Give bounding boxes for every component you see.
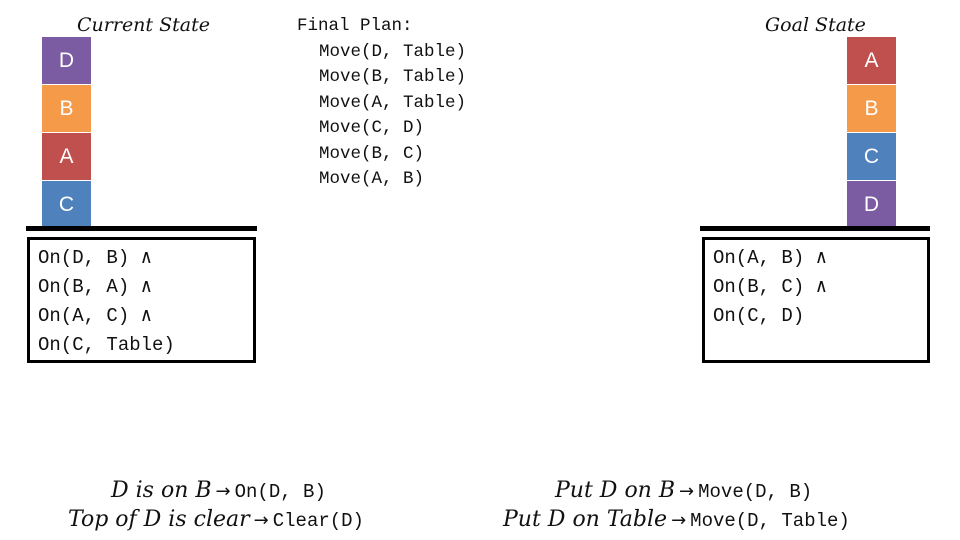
goal-block-stack: A B C D	[847, 37, 896, 229]
plan-title: Final Plan:	[297, 16, 413, 36]
example-left-2: Top of D is clear→Clear(D)	[68, 507, 364, 532]
block-b: B	[42, 85, 91, 133]
example-right-1: Put D on B→Move(D, B)	[555, 478, 812, 503]
right-arrow-icon: →	[253, 510, 269, 531]
plan-step: Move(D, Table)	[319, 41, 467, 62]
current-predicate: On(B, A) ∧	[38, 276, 153, 298]
plan-step: Move(C, D)	[319, 118, 425, 138]
right-arrow-icon: →	[215, 481, 231, 502]
plan-step: Move(B, C)	[319, 143, 425, 164]
block-a: A	[42, 133, 91, 181]
plan-step: Move(A, B)	[319, 169, 425, 189]
current-predicate: On(D, B) ∧	[38, 247, 153, 269]
block-c: C	[847, 133, 896, 181]
goal-state-title: Goal State	[765, 14, 866, 36]
goal-table-line	[700, 226, 930, 231]
goal-predicate: On(C, D)	[713, 305, 805, 327]
example-code: Move(D, Table)	[690, 510, 850, 532]
current-predicate: On(C, Table)	[38, 334, 175, 356]
block-a: A	[847, 37, 896, 85]
example-code: Clear(D)	[272, 510, 364, 532]
example-code: Move(D, B)	[698, 481, 813, 503]
goal-predicates-box: On(A, B) ∧ On(B, C) ∧ On(C, D)	[702, 237, 930, 363]
plan-step: Move(B, Table)	[319, 67, 467, 87]
example-left-1: D is on B→On(D, B)	[111, 478, 326, 503]
goal-predicate: On(B, C) ∧	[713, 276, 828, 298]
right-arrow-icon: →	[679, 481, 695, 502]
current-block-stack: D B A C	[42, 37, 91, 229]
current-table-line	[26, 226, 257, 231]
example-right-2: Put D on Table→Move(D, Table)	[503, 507, 850, 532]
example-code: On(D, B)	[234, 481, 326, 503]
example-text: Top of D is clear	[68, 507, 250, 532]
block-b: B	[847, 85, 896, 133]
current-predicate: On(A, C) ∧	[38, 305, 153, 327]
example-text: D is on B	[111, 478, 212, 503]
block-d: D	[42, 37, 91, 85]
current-predicates-box: On(D, B) ∧ On(B, A) ∧ On(A, C) ∧ On(C, T…	[27, 237, 256, 363]
final-plan: Final Plan: Move(D, Table) Move(B, Table…	[297, 14, 466, 193]
block-d: D	[847, 181, 896, 229]
example-text: Put D on B	[555, 478, 676, 503]
right-arrow-icon: →	[671, 510, 687, 531]
current-state-title: Current State	[77, 14, 210, 36]
goal-predicate: On(A, B) ∧	[713, 247, 828, 269]
example-text: Put D on Table	[503, 507, 668, 532]
block-c: C	[42, 181, 91, 229]
plan-step: Move(A, Table)	[319, 92, 467, 113]
